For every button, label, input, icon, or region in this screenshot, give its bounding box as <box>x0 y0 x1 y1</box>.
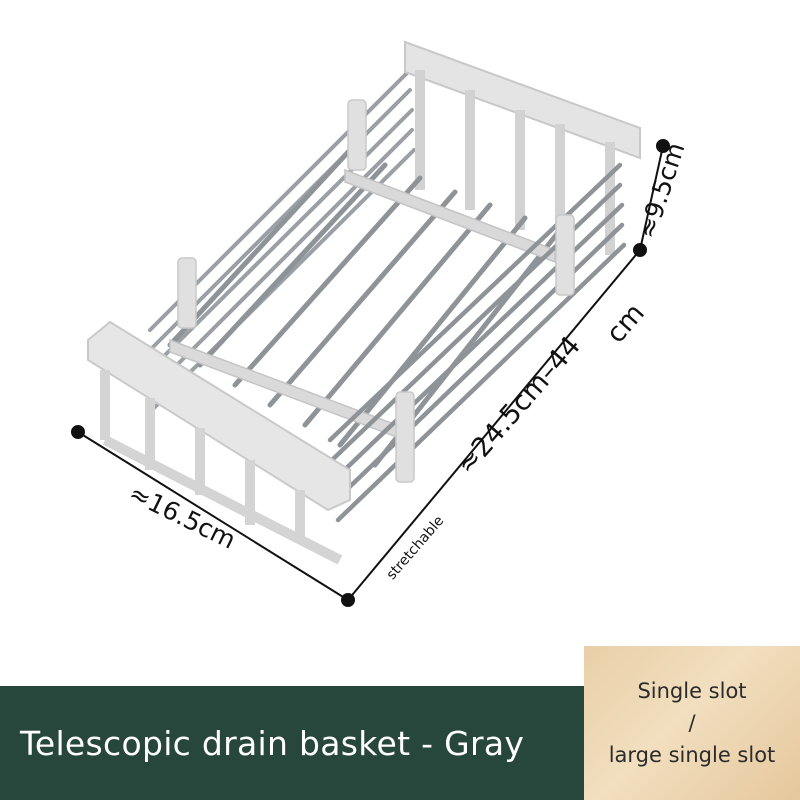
dimension-lines <box>71 139 670 607</box>
variant-line-1: Single slot <box>637 679 747 703</box>
back-end-frame <box>404 40 641 255</box>
middle-brace <box>344 168 556 264</box>
variant-separator: / <box>688 711 696 735</box>
product-title: Telescopic drain basket - Gray <box>20 723 525 763</box>
front-end-frame <box>87 320 351 565</box>
title-banner: Telescopic drain basket - Gray <box>0 686 584 800</box>
side-clips <box>177 99 575 483</box>
variant-line-2: large single slot <box>608 743 776 767</box>
variant-box: Single slot / large single slot <box>584 646 800 800</box>
